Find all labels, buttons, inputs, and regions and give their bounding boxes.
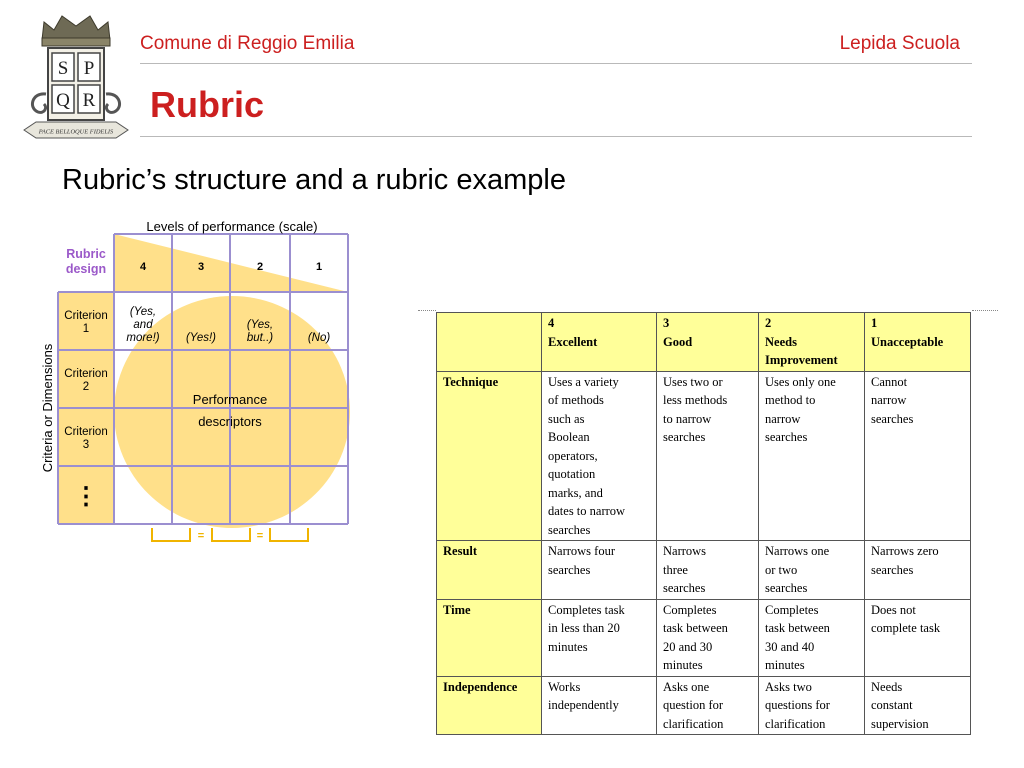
criterion-2-line1: Criterion <box>64 368 107 380</box>
level-3: 3 <box>198 261 204 273</box>
header-cell-1: 1 Unacceptable <box>864 312 971 372</box>
header-cell-3: 3 Good <box>656 312 759 372</box>
dotted-guide-right <box>972 310 998 311</box>
row-head-technique: Technique <box>436 370 542 541</box>
crest-letter-r: R <box>83 90 96 111</box>
crest-letter-q: Q <box>56 90 70 111</box>
criterion-2-line2: 2 <box>83 381 89 393</box>
header-cell-2: 2 Needs Improvement <box>758 312 865 372</box>
sample-1: (No) <box>308 332 331 344</box>
slide-subtitle: Rubric’s structure and a rubric example <box>62 164 566 196</box>
page-title: Rubric <box>150 84 265 125</box>
sample-2-line2: but..) <box>247 332 273 344</box>
level-4: 4 <box>140 261 147 273</box>
criteria-more-ellipsis: ⋮ <box>74 483 98 510</box>
row-head-independence: Independence <box>436 675 542 735</box>
table-header-row: 4 Excellent 3 Good 2 Needs Improvement 1… <box>436 312 971 372</box>
dotted-guide-left <box>418 310 436 311</box>
sample-4-line2: and <box>133 319 153 331</box>
header-cell-blank <box>436 312 542 372</box>
diagram-grid <box>57 233 349 525</box>
sample-2-line1: (Yes, <box>247 319 273 331</box>
crest-letter-s: S <box>58 58 69 79</box>
header-divider <box>140 63 972 64</box>
crest-letter-p: P <box>84 58 95 79</box>
corner-label-line2: design <box>66 262 106 276</box>
program-name: Lepida Scuola <box>839 33 960 54</box>
crest-motto: PACE BELLOQUE FIDELIS <box>38 129 114 136</box>
criterion-1-line1: Criterion <box>64 310 107 322</box>
rubric-example-table: 4 Excellent 3 Good 2 Needs Improvement 1… <box>436 312 971 735</box>
sample-4-line3: more!) <box>126 332 159 344</box>
row-head-result: Result <box>436 540 542 600</box>
scale-label: Levels of performance (scale) <box>146 219 317 234</box>
corner-label-line1: Rubric <box>66 247 106 261</box>
rubric-design-diagram: Levels of performance (scale) Rubric des… <box>40 219 350 542</box>
criterion-3-line1: Criterion <box>64 426 107 438</box>
equal-interval-brackets <box>151 528 309 542</box>
crest-logo: S P Q R PACE BELLOQUE FIDELIS <box>23 15 129 139</box>
criterion-3-line2: 3 <box>83 439 89 451</box>
criteria-axis-label: Criteria or Dimensions <box>40 343 55 472</box>
descriptors-label-line1: Performance <box>193 392 267 407</box>
criterion-1-line2: 1 <box>83 323 89 335</box>
sample-4-line1: (Yes, <box>130 306 156 318</box>
level-2: 2 <box>257 261 263 273</box>
bracket-equal-2: = <box>257 530 263 542</box>
row-head-time: Time <box>436 598 542 677</box>
sample-3: (Yes!) <box>186 332 216 344</box>
bracket-equal-1: = <box>198 530 204 542</box>
header-cell-4: 4 Excellent <box>541 312 657 372</box>
level-1: 1 <box>316 261 322 273</box>
descriptors-label-line2: descriptors <box>198 414 262 429</box>
org-name: Comune di Reggio Emilia <box>140 33 355 54</box>
title-divider <box>140 136 972 137</box>
